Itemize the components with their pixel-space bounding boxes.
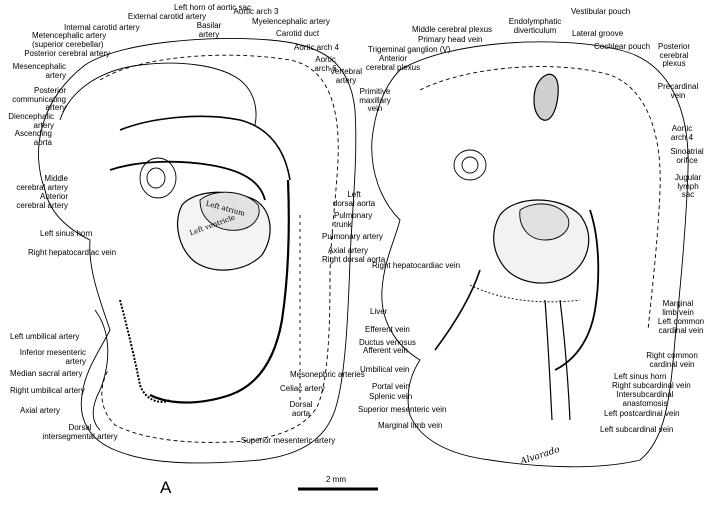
right-body-outline — [371, 41, 689, 468]
ascending-aorta-vessel — [109, 160, 266, 201]
label-vestibular-pouch: Vestibular pouch — [571, 7, 631, 16]
label-internal-carotid: Internal carotid artery — [64, 23, 140, 32]
label-axial-artery-r: Axial artery — [328, 246, 369, 255]
label-metencephalic-artery: Metencephalic artery (superior cerebella… — [32, 31, 107, 49]
label-inferior-mesenteric: Inferior mesenteric artery — [19, 348, 86, 366]
label-dorsal-intersegmental: Dorsal intersegmental artery — [42, 423, 118, 441]
label-left-horn-aortic-sac: Left horn of aortic sac — [174, 3, 251, 12]
label-jugular-lymph-sac: Jugular lymph sac — [674, 173, 702, 200]
label-right-umbilical-artery: Right umbilical artery — [10, 386, 85, 395]
otic-vesicle — [533, 73, 559, 121]
label-superior-mesenteric-vein: Superior mesenteric vein — [358, 405, 447, 414]
label-anterior-cerebral-artery: Anterior cerebral artery — [16, 192, 68, 210]
label-sinoatrial-orifice: Sinoatrial orifice — [670, 147, 704, 165]
umbilical-artery-vessel — [119, 299, 171, 403]
label-primitive-maxillary-vein: Primitive maxillary vein — [359, 87, 391, 114]
subcardinal-veins — [544, 299, 571, 421]
umbilical-vein-vessel — [434, 269, 481, 351]
label-marginal-limb-vein-right: Marginal limb vein — [662, 299, 694, 317]
label-mesonephric-arteries: Mesonephric arteries — [290, 370, 365, 379]
label-marginal-limb-vein-bottom: Marginal limb vein — [378, 421, 443, 430]
label-trigeminal-ganglion: Trigeminal ganglion (V) — [368, 45, 451, 54]
label-aortic-arch-6: Aortic arch 6 — [314, 55, 337, 73]
label-pulmonary-artery: Pulmonary artery — [322, 232, 383, 241]
label-external-carotid: External carotid artery — [127, 12, 207, 21]
atrium-outline — [199, 191, 260, 231]
label-liver: Liver — [370, 307, 388, 316]
label-vertebral-artery: Vertebral artery — [329, 67, 363, 85]
label-posterior-communicating: Posterior communicating artery — [12, 86, 66, 113]
label-left-postcardinal: Left postcardinal vein — [604, 409, 680, 418]
carotid-vessel — [119, 115, 291, 181]
label-endolymphatic-diverticulum: Endolymphatic diverticulum — [508, 17, 562, 35]
label-aortic-arch-4-right: Aortic arch 4 — [670, 124, 694, 142]
label-aortic-arch-3: Aortic arch 3 — [233, 7, 279, 16]
label-lateral-groove: Lateral groove — [572, 29, 624, 38]
label-precardinal-vein: Precardinal vein — [657, 82, 699, 100]
liver-outline — [469, 284, 581, 303]
label-splenic-vein: Splenic vein — [369, 392, 413, 401]
label-umbilical-vein: Umbilical vein — [360, 365, 410, 374]
dorsal-aorta-vessel — [149, 179, 290, 404]
label-left-sinus-horn: Left sinus horn — [40, 229, 93, 238]
label-middle-cerebral-plexus: Middle cerebral plexus — [412, 25, 493, 34]
label-anterior-cerebral-plexus: Anterior cerebral plexus — [365, 54, 421, 72]
label-superior-mesenteric-artery: Superior mesenteric artery — [240, 436, 336, 445]
label-celiac-artery: Celiac artery — [280, 384, 325, 393]
label-mesencephalic-artery: Mesencephalic artery — [12, 62, 66, 80]
left-embryo-drawing: Left atrium Left ventricle — [38, 38, 357, 464]
label-posterior-cerebral-artery: Posterior cerebral artery — [24, 49, 110, 58]
label-right-hepatocardiac-vein-right: Right hepatocardiac vein — [372, 261, 461, 270]
right-inner-outline — [419, 66, 661, 331]
label-diencephalic-artery: Diencephalic artery — [8, 112, 54, 130]
label-cochlear-pouch: Cochlear pouch — [594, 42, 651, 51]
brain-outline — [59, 62, 257, 126]
label-posterior-cerebral-plexus: Posterior cerebral plexus — [657, 42, 690, 69]
eye-lens — [146, 167, 166, 189]
panel-letter: A — [160, 478, 172, 497]
left-limb-bud — [92, 309, 109, 431]
label-middle-cerebral-artery: Middle cerebral artery — [16, 174, 68, 192]
label-right-hepatocardiac-vein-left: Right hepatocardiac vein — [28, 248, 117, 257]
left-inner-outline — [99, 54, 339, 443]
label-myelencephalic-artery: Myelencephalic artery — [252, 17, 330, 26]
right-embryo-drawing — [371, 41, 689, 468]
eye — [139, 157, 177, 199]
right-eye — [453, 149, 487, 181]
label-right-common-cardinal: Right common cardinal vein — [646, 351, 698, 369]
label-ductus-venosus: Ductus venosus — [359, 338, 416, 347]
label-portal-vein: Portal vein — [372, 382, 410, 391]
label-primary-head-vein: Primary head vein — [418, 35, 483, 44]
label-left-umbilical-artery: Left umbilical artery — [10, 332, 80, 341]
label-dorsal-aorta: Dorsal aorta — [289, 400, 313, 418]
label-left-dorsal-aorta: Left dorsal aorta — [332, 190, 376, 208]
left-body-outline — [38, 38, 357, 464]
label-intersubcardinal: Intersubcardinal anastomosis — [616, 390, 674, 408]
label-afferent-vein: Afferent vein — [363, 346, 408, 355]
label-basilar-artery: Basilar artery — [196, 21, 222, 39]
label-left-subcardinal: Left subcardinal vein — [600, 425, 674, 434]
scale-bar-label: 2 mm — [326, 475, 346, 484]
label-efferent-vein: Efferent vein — [365, 325, 410, 334]
label-left-sinus-horn-right: Left sinus horn — [614, 372, 667, 381]
label-pulmonary-trunk: Pulmonary trunk — [334, 211, 373, 229]
label-median-sacral-artery: Median sacral artery — [10, 369, 83, 378]
label-ascending-aorta: Ascending aorta — [14, 129, 52, 147]
right-atrium — [519, 203, 570, 241]
cardinal-vein-vessel — [554, 209, 600, 371]
label-carotid-duct: Carotid duct — [276, 29, 320, 38]
label-right-dorsal-aorta: Right dorsal aorta — [322, 255, 386, 264]
right-eye-lens — [461, 156, 479, 174]
label-left-common-cardinal: Left common cardinal vein — [657, 317, 705, 335]
label-aortic-arch-4: Aortic arch 4 — [294, 43, 339, 52]
label-axial-artery-l: Axial artery — [20, 406, 61, 415]
label-right-subcardinal: Right subcardinal vein — [612, 381, 691, 390]
